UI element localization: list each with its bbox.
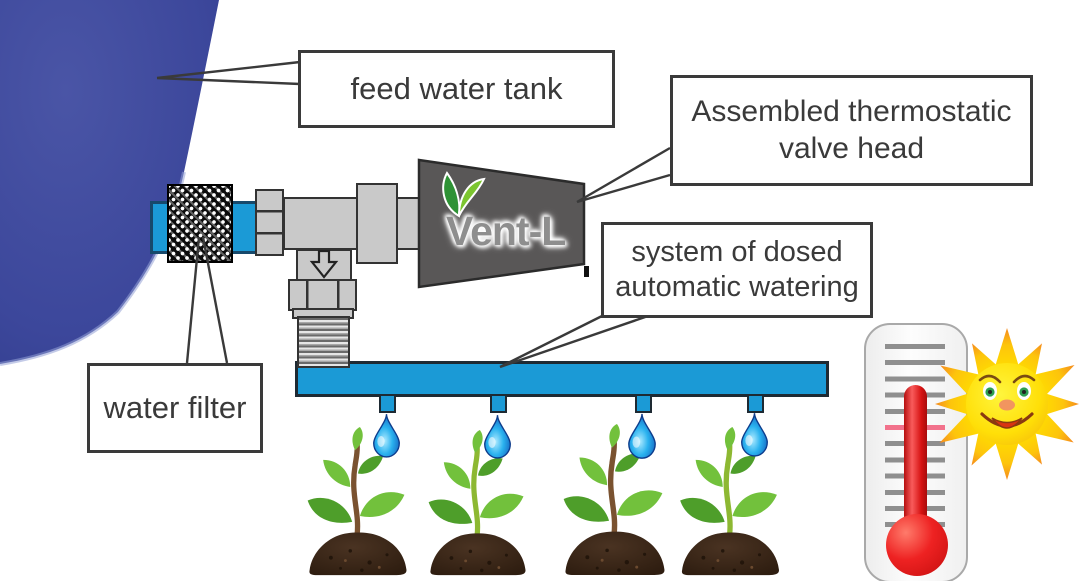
water-drop-icon — [739, 411, 770, 459]
water-filter — [167, 184, 233, 263]
brand-text: Vent-L — [446, 208, 566, 254]
water-drop-icon — [371, 412, 402, 460]
sun-icon — [935, 328, 1079, 480]
callout-feed-water-tank: feed water tank — [298, 50, 615, 128]
leaf-icon — [442, 171, 486, 218]
callout-feed-water-tank-label: feed water tank — [350, 71, 563, 107]
hex-nut — [255, 189, 284, 256]
tee-fitting-body — [283, 197, 421, 250]
callout-thermostatic-valve-label: Assembled thermostatic valve head — [691, 94, 1012, 165]
water-drop-icon — [626, 412, 658, 461]
mercury-bulb — [886, 514, 948, 576]
drip-nozzle — [635, 394, 652, 413]
drip-nozzle — [379, 394, 396, 413]
callout-water-filter-label: water filter — [103, 390, 247, 426]
valve-corner-mark — [584, 266, 589, 277]
drip-nozzle — [490, 394, 507, 413]
hex-nut — [288, 279, 357, 311]
callout-thermostatic-valve: Assembled thermostatic valve head — [670, 75, 1033, 186]
callout-water-filter: water filter — [87, 363, 263, 453]
callout-watering-system: system of dosed automatic watering — [601, 222, 873, 318]
valve-coupling — [356, 183, 398, 264]
thermometer-icon — [864, 323, 968, 581]
drip-nozzle — [747, 394, 764, 413]
watering-manifold-pipe — [295, 361, 829, 397]
leader-watering-system — [499, 312, 655, 369]
vent-l-logo: Vent-L — [436, 171, 596, 270]
water-drop-icon — [482, 413, 513, 461]
mercury-column — [904, 385, 927, 545]
seedling-icon — [420, 430, 535, 577]
threaded-connector — [297, 316, 350, 368]
callout-watering-system-label: system of dosed automatic watering — [615, 235, 859, 303]
thermostatic-valve-head — [417, 158, 586, 289]
down-arrow-icon — [309, 249, 339, 279]
